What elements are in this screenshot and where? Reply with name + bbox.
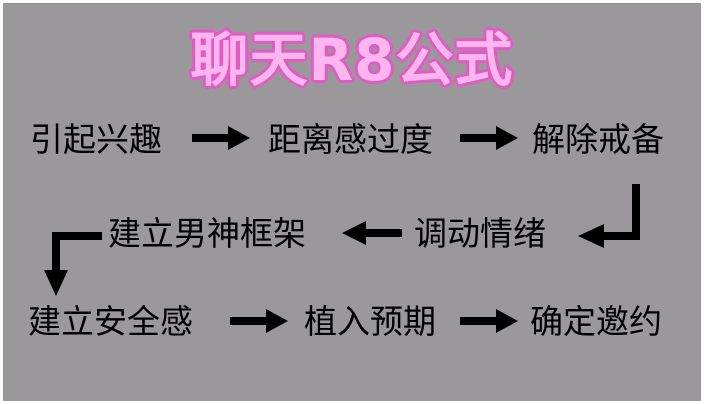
diagram-title: 聊天R8公式 (190, 26, 514, 94)
arrow-6-to-7 (230, 309, 288, 333)
step-3: 解除戒备 (532, 120, 664, 159)
arrow-2-to-3 (460, 126, 518, 150)
step-5: 建立男神框架 (108, 214, 306, 253)
step-7: 植入预期 (304, 302, 436, 341)
arrow-1-to-2 (192, 126, 250, 150)
diagram-background (3, 3, 701, 401)
arrow-4-to-5 (342, 221, 402, 245)
arrow-7-to-8 (460, 309, 518, 333)
step-8: 确定邀约 (530, 302, 662, 341)
step-2: 距离感过度 (268, 120, 433, 159)
arrow-3-to-4 (578, 184, 640, 248)
step-4: 调动情绪 (414, 214, 546, 253)
step-1: 引起兴趣 (30, 120, 162, 159)
arrow-5-to-6 (44, 232, 102, 296)
step-6: 建立安全感 (28, 302, 193, 341)
